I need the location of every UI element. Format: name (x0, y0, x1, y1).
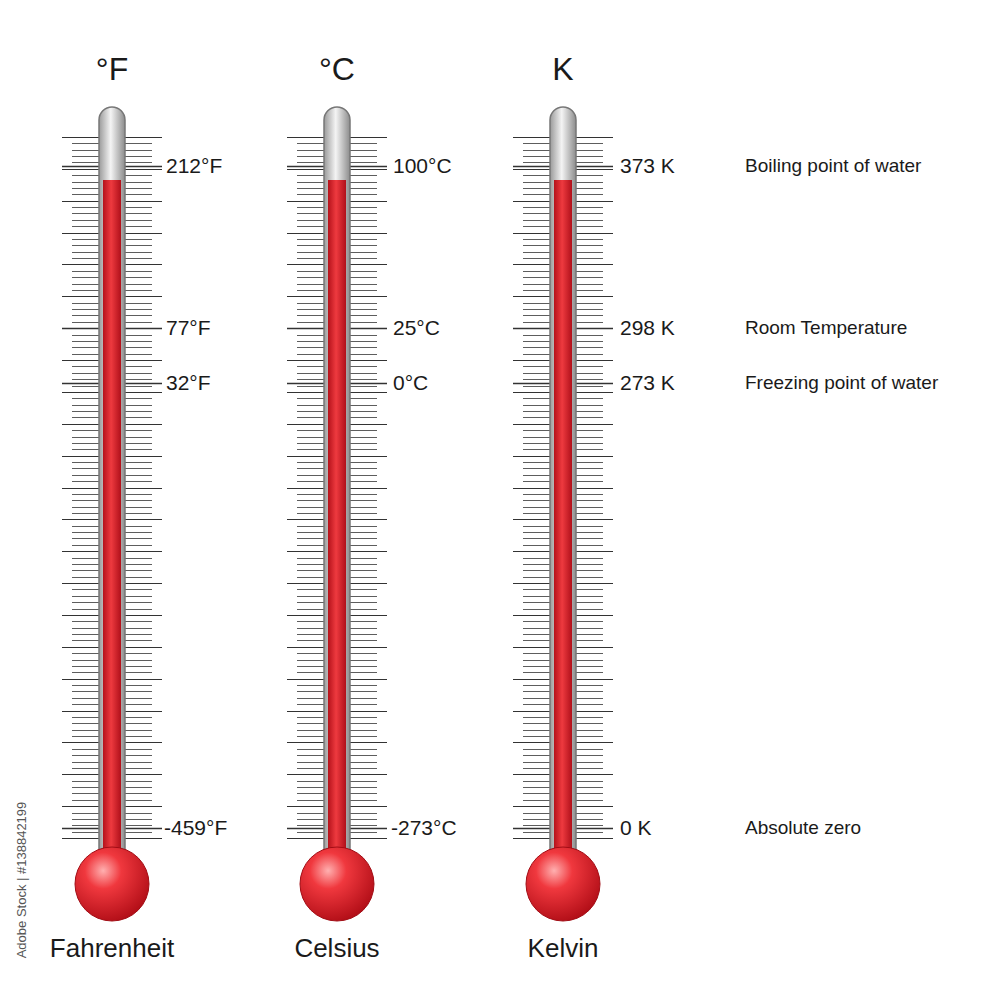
thermometer-bulb (75, 847, 149, 921)
glass-tube (550, 107, 576, 877)
glass-tube (324, 107, 350, 877)
scale-name: Celsius (294, 934, 379, 963)
thermometers (75, 107, 600, 921)
thermometer-bulb (300, 847, 374, 921)
temperature-value: 0°C (393, 371, 428, 394)
temperature-value: -459°F (164, 816, 227, 839)
reference-point-label: Boiling point of water (745, 156, 921, 177)
watermark: Adobe Stock | #138842199 (15, 802, 29, 959)
temperature-value: 100°C (393, 154, 452, 177)
scale-heading: °C (319, 52, 355, 87)
scale-name: Fahrenheit (50, 934, 174, 963)
reference-point-label: Freezing point of water (745, 373, 938, 394)
scale-heading: K (552, 52, 573, 87)
scale-heading: °F (96, 52, 128, 87)
red-fluid-column (103, 180, 121, 870)
temperature-value: 77°F (166, 316, 211, 339)
reference-point-label: Room Temperature (745, 318, 907, 339)
red-fluid-column (554, 180, 572, 870)
temperature-value: 298 K (620, 316, 675, 339)
temperature-value: 273 K (620, 371, 675, 394)
scale-name: Kelvin (528, 934, 599, 963)
red-fluid-column (328, 180, 346, 870)
temperature-value: 32°F (166, 371, 211, 394)
thermometer-bulb (526, 847, 600, 921)
temperature-value: 25°C (393, 316, 440, 339)
temperature-value: 0 K (620, 816, 652, 839)
reference-point-label: Absolute zero (745, 818, 861, 839)
temperature-value: 212°F (166, 154, 222, 177)
glass-tube (99, 107, 125, 877)
temperature-value: 373 K (620, 154, 675, 177)
temperature-value: -273°C (391, 816, 457, 839)
